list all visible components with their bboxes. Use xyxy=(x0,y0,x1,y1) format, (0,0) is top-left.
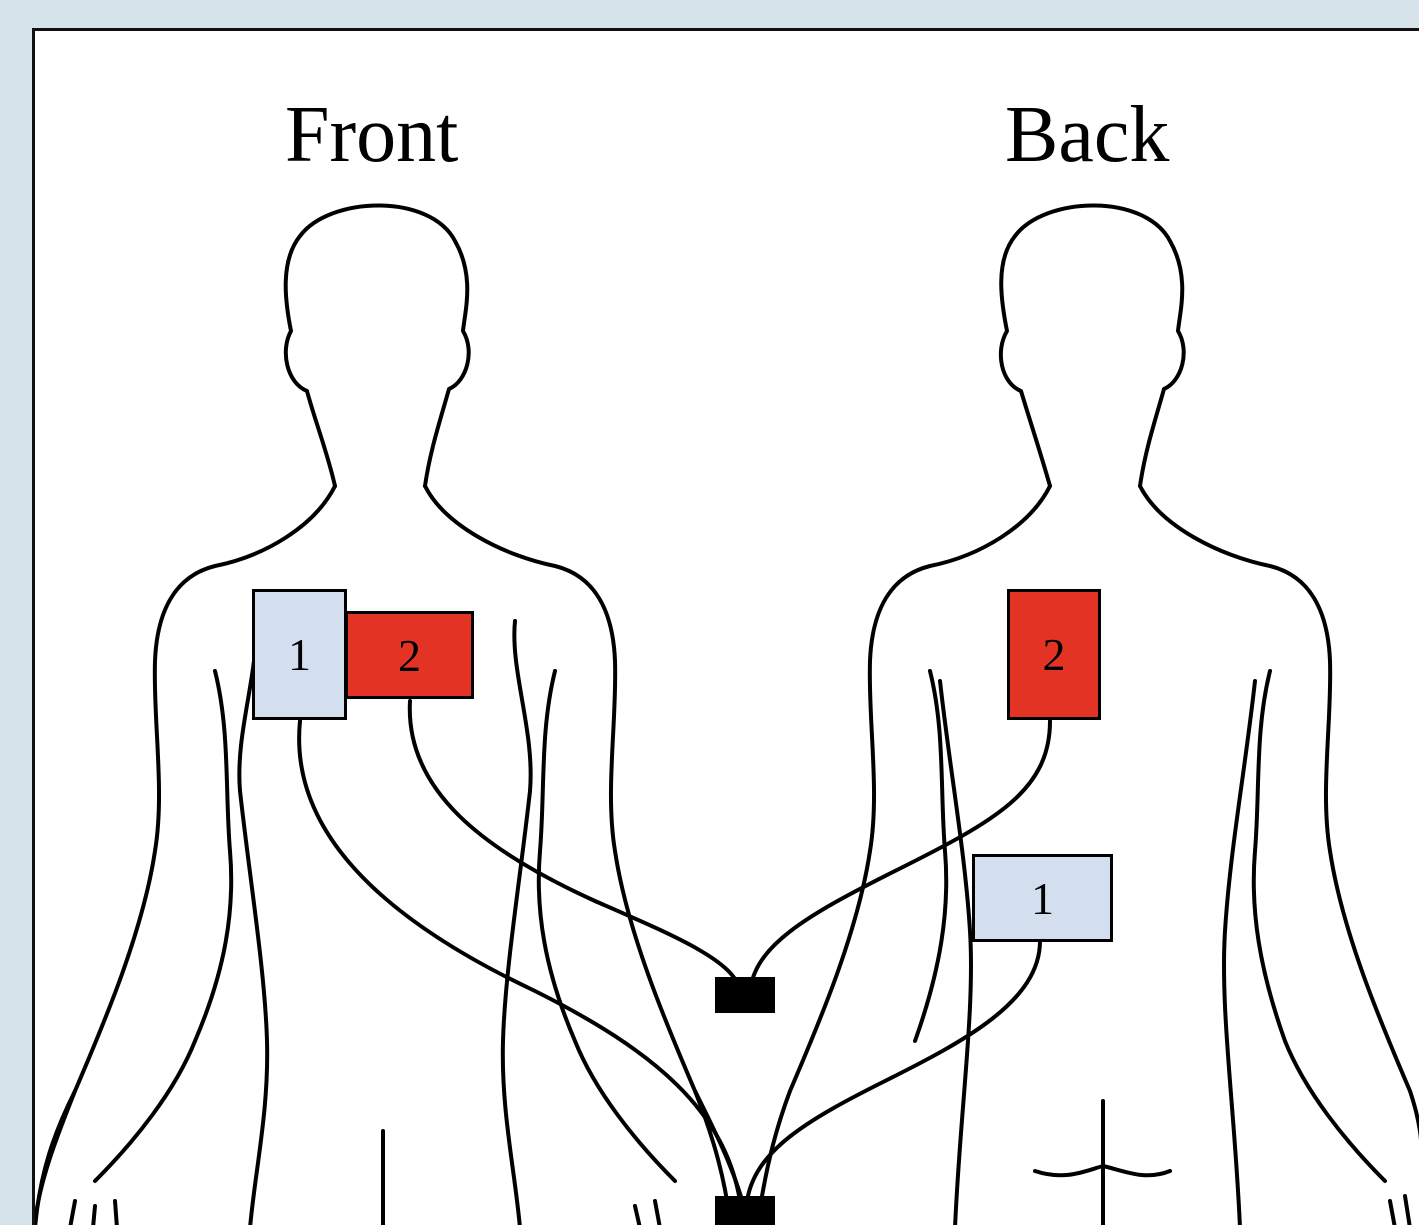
front-electrode-1-number: 1 xyxy=(288,629,311,680)
mid-connector xyxy=(715,977,775,1013)
front-electrode-2: 2 xyxy=(345,611,474,699)
lead-wires xyxy=(297,699,1052,1203)
back-body-outline xyxy=(755,203,1419,1225)
back-electrode-2-number: 2 xyxy=(1042,629,1066,680)
bottom-connector xyxy=(715,1196,775,1225)
back-label: Back xyxy=(1005,91,1170,179)
wire-back-1 xyxy=(745,939,1042,1203)
back-electrode-1-number: 1 xyxy=(1031,872,1054,924)
wire-front-1 xyxy=(297,719,742,1203)
cropped-title xyxy=(0,0,1419,16)
front-body-outline xyxy=(35,203,747,1225)
wire-front-2 xyxy=(407,699,742,993)
back-electrode-1: 1 xyxy=(972,854,1113,942)
front-electrode-1: 1 xyxy=(252,589,347,720)
front-label: Front xyxy=(285,91,459,179)
back-electrode-2: 2 xyxy=(1007,589,1101,720)
body-outlines xyxy=(35,203,1419,1225)
front-electrode-2-number: 2 xyxy=(398,629,421,681)
wire-back-2 xyxy=(748,719,1052,993)
diagram-panel: Front Back 1 2 2 1 xyxy=(32,28,1419,1225)
